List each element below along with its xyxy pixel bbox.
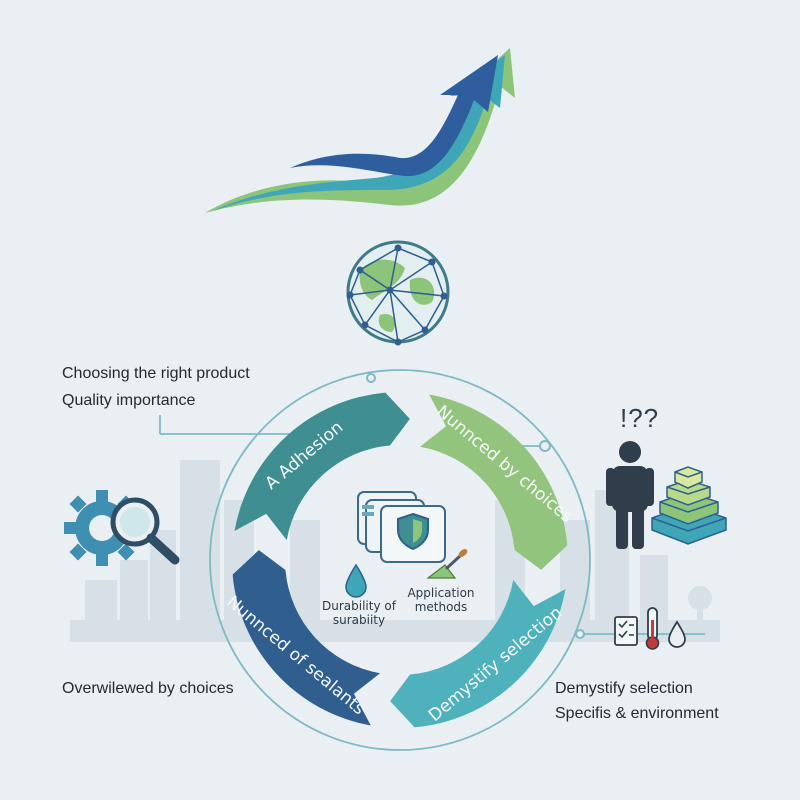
note-overwhelmed: Overwilewed by choices [62,680,234,697]
cycle-segment-1 [234,392,410,541]
center-durability-label: Durability of surabiity [316,599,402,628]
ring-node-dots [366,373,585,639]
shield-document-icon [357,491,446,563]
application-line1: Application [407,586,475,600]
growth-arrow-icon [205,48,515,213]
confused-person-icon [606,441,654,549]
cycle-segment-4 [232,550,381,726]
trowel-icon [426,549,468,579]
note-specifics-environment: Specifis & environment [555,705,719,722]
globe-network-icon [346,240,450,346]
note-quality-importance: Quality importance [62,392,196,409]
cycle-segment-3 [390,579,566,728]
durability-line2: surabiity [332,612,386,627]
checklist-icon [614,616,638,646]
application-line2: methods [414,599,468,614]
thermometer-icon [645,607,660,650]
gear-magnifier-icon [64,490,180,566]
cycle-segment-2 [419,394,568,570]
durability-line1: Durability of [322,599,396,613]
center-application-label: Application methods [400,586,482,615]
note-choosing-product: Choosing the right product [62,365,250,382]
puzzle-marks: !?? [620,403,660,433]
water-drop-icon [345,563,367,598]
note-demystify: Demystify selection [555,680,693,697]
stacked-layers-icon [651,466,727,545]
water-drop-icon [668,620,686,648]
